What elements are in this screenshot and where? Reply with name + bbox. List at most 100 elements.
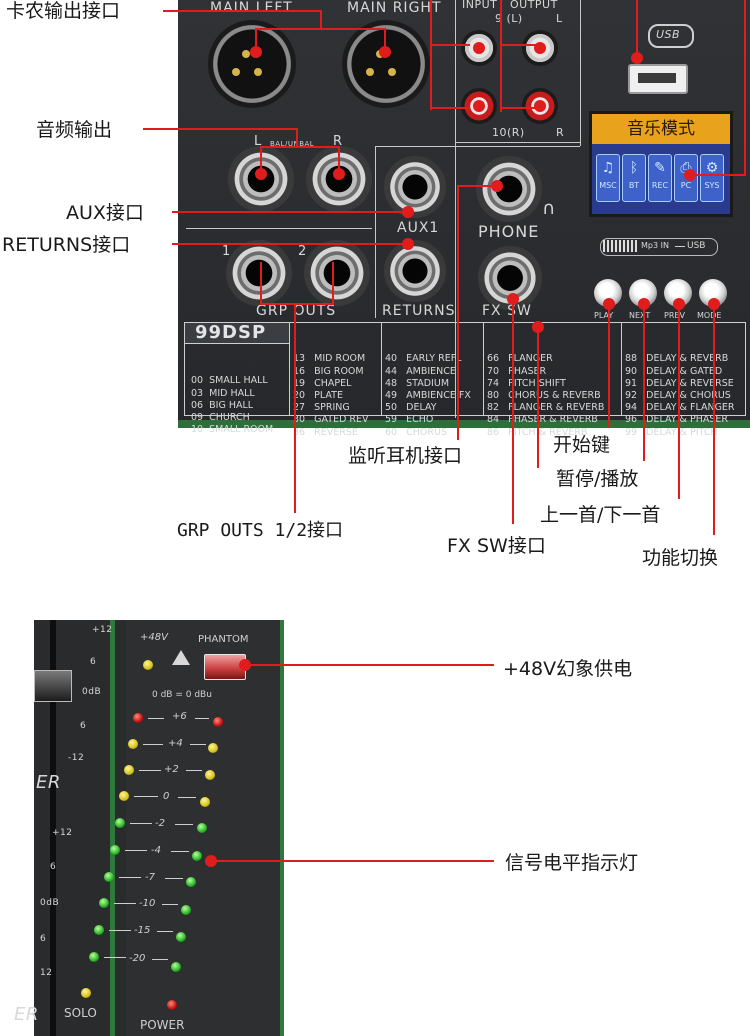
level-label: 0 bbox=[163, 791, 170, 802]
level-led-left bbox=[104, 872, 114, 882]
leader-line bbox=[163, 10, 321, 12]
xlr-left-connector[interactable] bbox=[208, 20, 296, 108]
label-monitor: 监听耳机接口 bbox=[348, 445, 463, 467]
leader-line bbox=[260, 146, 262, 172]
leader-line bbox=[260, 303, 334, 305]
mp3-usb-strip: Mp3 IN USB bbox=[600, 238, 718, 256]
level-label: +2 bbox=[164, 764, 179, 775]
leader-line bbox=[260, 262, 262, 304]
divider bbox=[375, 146, 376, 318]
label-func: 功能切换 bbox=[642, 547, 719, 569]
leader-line bbox=[255, 28, 385, 30]
aux1-jack[interactable] bbox=[384, 156, 446, 218]
marker-dot bbox=[631, 52, 643, 64]
play-label: PLAY bbox=[594, 311, 614, 320]
panel-trim bbox=[110, 620, 115, 1036]
divider bbox=[455, 142, 580, 143]
next-label: NEXT bbox=[629, 311, 651, 320]
jack-r-label: R bbox=[333, 134, 343, 149]
leader-line bbox=[143, 128, 298, 130]
level-label: +6 bbox=[172, 711, 187, 722]
bal-unbal-label: BAL/UNBAL bbox=[270, 140, 315, 148]
leader-line bbox=[713, 303, 715, 535]
marker-dot bbox=[250, 46, 262, 58]
zero-ref-label: 0 dB = 0 dBu bbox=[152, 690, 212, 700]
returns-label: RETURNS bbox=[382, 303, 456, 319]
level-led-left bbox=[128, 739, 138, 749]
leader-line bbox=[430, 0, 432, 110]
level-led-right bbox=[205, 770, 215, 780]
level-led-right bbox=[171, 962, 181, 972]
label-phantom: +48V幻象供电 bbox=[503, 658, 633, 680]
marker-dot bbox=[684, 169, 696, 181]
marker-dot bbox=[473, 100, 485, 112]
level-led-right bbox=[197, 823, 207, 833]
leader-line bbox=[255, 28, 257, 52]
label-pause-play: 暂停/播放 bbox=[556, 468, 639, 490]
marker-dot bbox=[473, 42, 485, 54]
phone-label: PHONE bbox=[478, 222, 540, 241]
marker-dot bbox=[205, 855, 217, 867]
level-led-left bbox=[89, 952, 99, 962]
level-label: -7 bbox=[145, 872, 155, 883]
phantom-label: PHANTOM bbox=[198, 634, 249, 645]
level-led-right bbox=[176, 932, 186, 942]
grp-out-2-jack[interactable] bbox=[304, 240, 370, 306]
headphone-icon: ∩ bbox=[542, 198, 556, 219]
xlr-right-connector[interactable] bbox=[342, 20, 430, 108]
leader-line bbox=[457, 185, 497, 187]
marker-dot bbox=[402, 238, 414, 250]
grp-outs-label: GRP OUTS bbox=[256, 303, 337, 319]
grp-out-1-jack[interactable] bbox=[226, 240, 292, 306]
returns-jack[interactable] bbox=[384, 240, 446, 302]
leader-line bbox=[500, 44, 540, 46]
main-right-label: MAIN RIGHT bbox=[347, 0, 442, 16]
system-icon: ⚙SYS bbox=[700, 154, 724, 202]
fader-letters: ER bbox=[14, 1004, 39, 1025]
label-start: 开始键 bbox=[553, 434, 611, 456]
label-level: 信号电平指示灯 bbox=[505, 852, 639, 874]
usb-port[interactable] bbox=[628, 64, 688, 94]
leader-line bbox=[678, 303, 680, 499]
dsp-title: 99DSP bbox=[195, 322, 267, 343]
leader-line bbox=[294, 303, 296, 513]
level-led-left bbox=[99, 898, 109, 908]
label-grp-outs: GRP OUTS 1/2接口 bbox=[177, 520, 344, 541]
marker-dot bbox=[333, 168, 345, 180]
leader-line bbox=[216, 860, 494, 862]
level-led-left bbox=[133, 713, 143, 723]
music-mode-icon: ♫MSC bbox=[596, 154, 620, 202]
level-label: -10 bbox=[139, 898, 156, 909]
jack-l-label: L bbox=[254, 134, 262, 149]
level-led-left bbox=[115, 818, 125, 828]
power-led bbox=[167, 1000, 177, 1010]
marker-dot bbox=[239, 659, 251, 671]
main-left-label: MAIN LEFT bbox=[210, 0, 293, 16]
divider bbox=[375, 146, 580, 147]
marker-dot bbox=[491, 180, 503, 192]
marker-dot bbox=[255, 168, 267, 180]
level-led-left bbox=[110, 845, 120, 855]
leader-line bbox=[296, 128, 298, 148]
level-label: -15 bbox=[134, 925, 151, 936]
level-led-right bbox=[213, 717, 223, 727]
panel-trim bbox=[178, 420, 750, 428]
level-led-right bbox=[208, 743, 218, 753]
prev-label: PREV bbox=[664, 311, 685, 320]
leader-line bbox=[172, 211, 408, 213]
grp-2-label: 2 bbox=[298, 244, 307, 259]
level-label: -4 bbox=[151, 845, 161, 856]
label-aux: AUX接口 bbox=[66, 202, 144, 224]
mode-label: MODE bbox=[697, 311, 722, 320]
level-led-left bbox=[124, 765, 134, 775]
leader-line bbox=[384, 28, 386, 52]
phone-jack[interactable] bbox=[476, 156, 542, 222]
fader-cap[interactable] bbox=[34, 670, 72, 702]
output-label: OUTPUT bbox=[510, 0, 558, 11]
level-led-left bbox=[119, 791, 129, 801]
